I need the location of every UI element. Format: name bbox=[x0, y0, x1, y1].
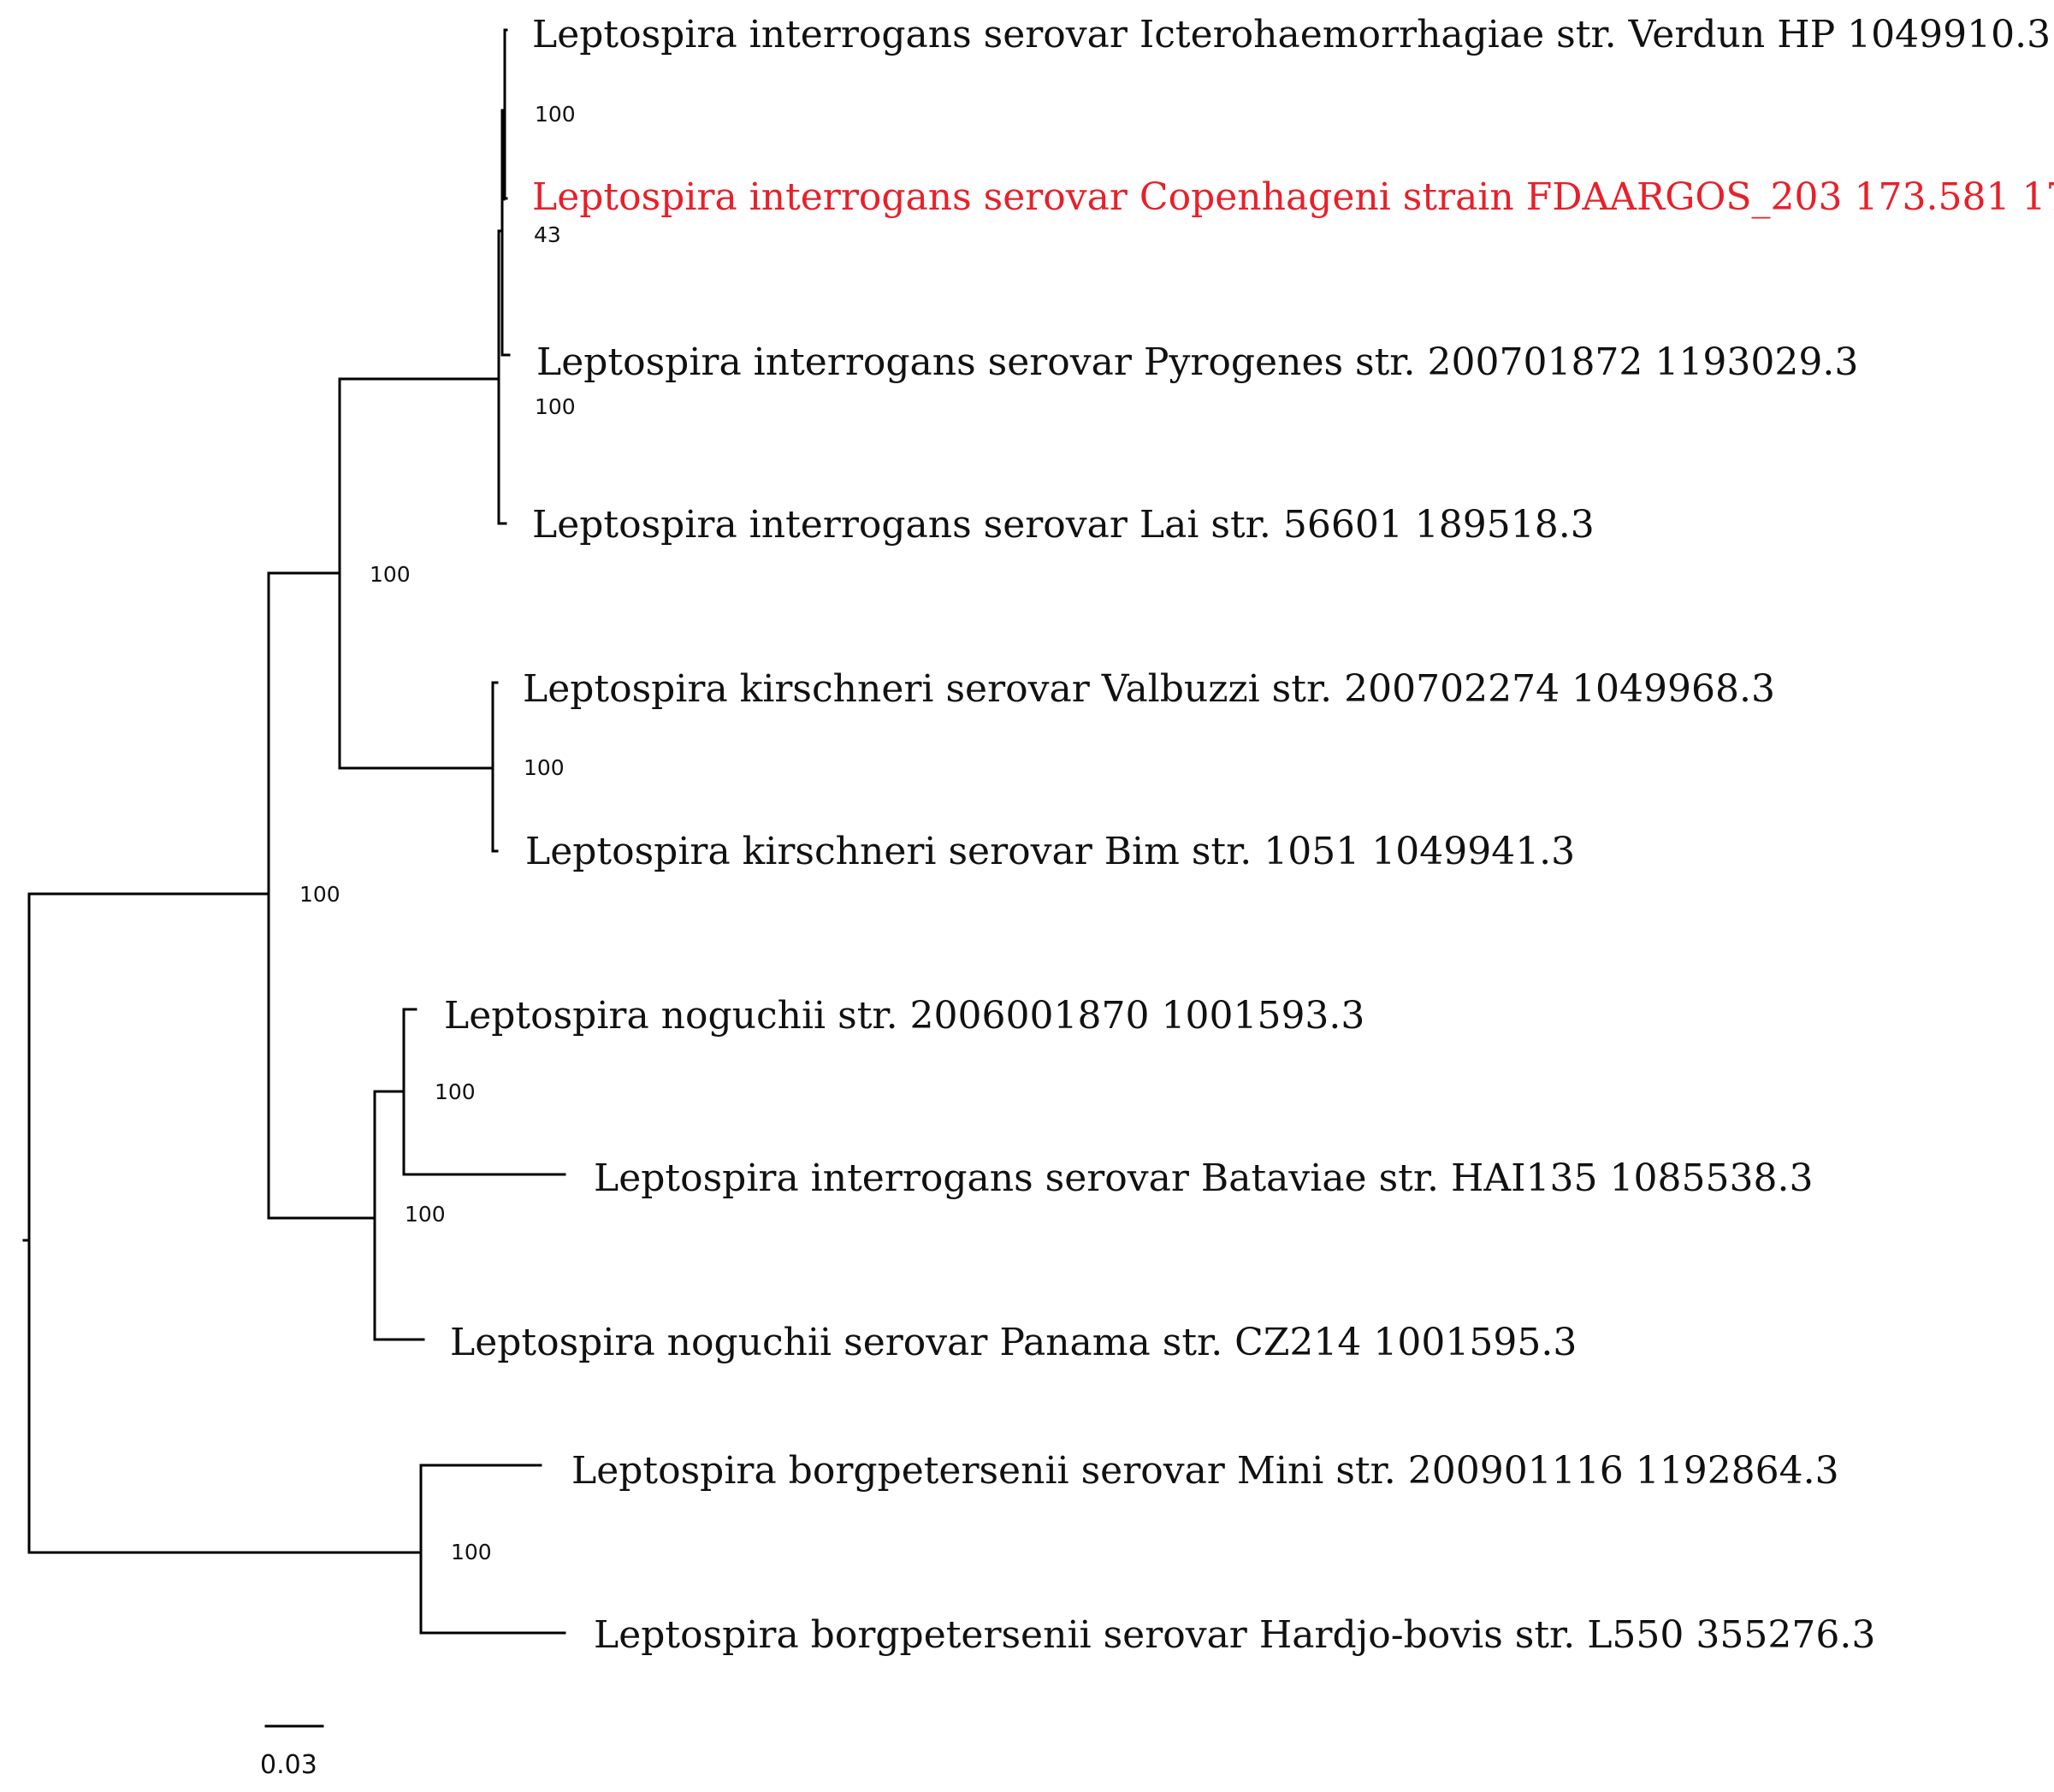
taxon-label: Leptospira noguchii serovar Panama str. … bbox=[450, 1321, 1577, 1364]
bootstrap-values: 100 43 100 100 100 100 100 100 100 bbox=[299, 102, 576, 1564]
taxon-labels: Leptospira interrogans serovar Icterohae… bbox=[444, 13, 2054, 1657]
bootstrap-value: 100 bbox=[451, 1540, 492, 1564]
taxon-label: Leptospira interrogans serovar Lai str. … bbox=[532, 503, 1595, 547]
taxon-label: Leptospira borgpetersenii serovar Mini s… bbox=[571, 1449, 1839, 1493]
taxon-label: Leptospira noguchii str. 2006001870 1001… bbox=[444, 994, 1364, 1038]
bootstrap-value: 100 bbox=[370, 562, 411, 587]
taxon-label: Leptospira interrogans serovar Bataviae … bbox=[594, 1156, 1813, 1200]
bootstrap-value: 100 bbox=[435, 1079, 476, 1104]
bootstrap-value: 100 bbox=[535, 102, 576, 127]
taxon-label: Leptospira interrogans serovar Pyrogenes… bbox=[536, 340, 1858, 384]
scale-bar: 0.03 bbox=[260, 1724, 324, 1780]
taxon-label: Leptospira interrogans serovar Icterohae… bbox=[532, 13, 2051, 56]
taxon-label: Leptospira borgpetersenii serovar Hardjo… bbox=[594, 1613, 1875, 1657]
bootstrap-value: 100 bbox=[299, 882, 340, 907]
taxon-label: Leptospira kirschneri serovar Bim str. 1… bbox=[525, 830, 1575, 873]
taxon-label-highlighted: Leptospira interrogans serovar Copenhage… bbox=[532, 175, 2054, 219]
scale-bar-label: 0.03 bbox=[260, 1750, 317, 1780]
bootstrap-value: 43 bbox=[534, 222, 561, 247]
bootstrap-value: 100 bbox=[524, 755, 565, 780]
tree-branches bbox=[22, 28, 566, 1635]
bootstrap-value: 100 bbox=[405, 1202, 446, 1227]
bootstrap-value: 100 bbox=[535, 394, 576, 419]
taxon-label: Leptospira kirschneri serovar Valbuzzi s… bbox=[523, 667, 1775, 711]
